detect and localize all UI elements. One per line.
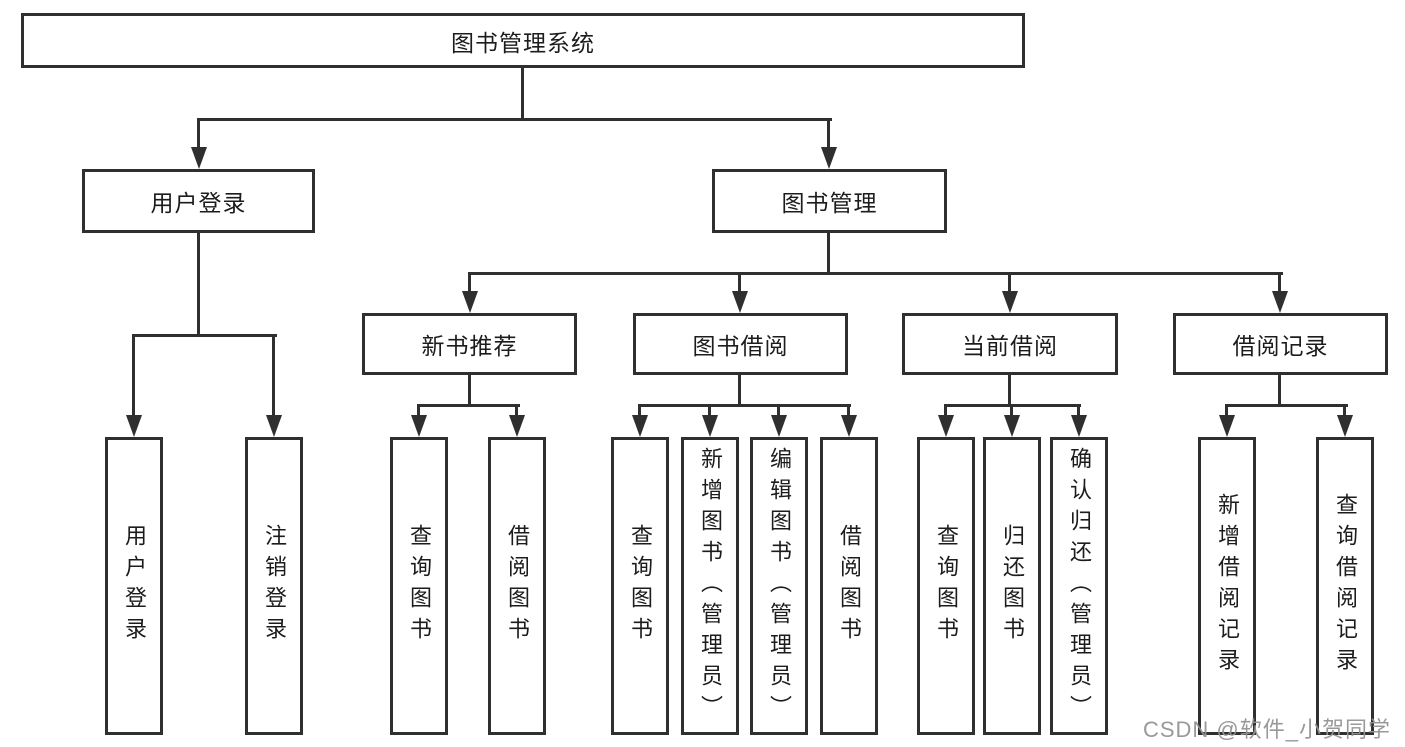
connector-vline	[738, 272, 741, 293]
arrow-down-icon	[191, 147, 207, 169]
arrow-down-icon	[1004, 415, 1020, 437]
node-leaf-confirm-return-admin: 确认归还（管理员）	[1050, 437, 1108, 735]
connector-hline	[417, 404, 520, 407]
arrow-down-icon	[411, 415, 427, 437]
connector-vline	[468, 272, 471, 293]
arrow-down-icon	[1071, 415, 1087, 437]
connector-vline	[827, 118, 830, 150]
node-leaf-query-borrow-record: 查询借阅记录	[1316, 437, 1374, 735]
node-leaf-add-books-admin: 新增图书（管理员）	[681, 437, 739, 735]
arrow-down-icon	[462, 291, 478, 313]
connector-vline	[708, 404, 711, 417]
node-leaf-query-books-borrow: 查询图书	[611, 437, 669, 735]
arrow-down-icon	[266, 415, 282, 437]
node-borrow-records: 借阅记录	[1173, 313, 1388, 375]
connector-vline	[417, 404, 420, 417]
node-leaf-query-books-recommend: 查询图书	[390, 437, 448, 735]
connector-hline	[638, 404, 851, 407]
connector-vline	[197, 118, 200, 150]
connector-vline	[777, 404, 780, 417]
connector-vline	[944, 404, 947, 417]
connector-vline	[1008, 375, 1011, 407]
arrow-down-icon	[1002, 291, 1018, 313]
connector-vline	[272, 334, 275, 417]
connector-vline	[1008, 272, 1011, 293]
node-leaf-add-borrow-record: 新增借阅记录	[1198, 437, 1256, 735]
arrow-down-icon	[1272, 291, 1288, 313]
node-user-login: 用户登录	[82, 169, 315, 233]
node-leaf-return-books: 归还图书	[983, 437, 1041, 735]
node-leaf-query-books-current: 查询图书	[917, 437, 975, 735]
arrow-down-icon	[632, 415, 648, 437]
arrow-down-icon	[126, 415, 142, 437]
connector-vline	[1278, 375, 1281, 407]
connector-hline	[132, 334, 277, 337]
connector-vline	[827, 233, 830, 275]
connector-vline	[521, 67, 524, 121]
connector-vline	[847, 404, 850, 417]
node-leaf-logout: 注销登录	[245, 437, 303, 735]
connector-vline	[1010, 404, 1013, 417]
connector-vline	[515, 404, 518, 417]
node-current-borrow: 当前借阅	[902, 313, 1118, 375]
connector-hline	[468, 272, 1283, 275]
connector-vline	[1225, 404, 1228, 417]
arrow-down-icon	[1219, 415, 1235, 437]
connector-vline	[468, 375, 471, 407]
connector-vline	[1343, 404, 1346, 417]
connector-vline	[738, 375, 741, 407]
node-leaf-user-login: 用户登录	[105, 437, 163, 735]
watermark: CSDN @软件_小贺同学	[1142, 717, 1391, 742]
arrow-down-icon	[771, 415, 787, 437]
connector-hline	[1225, 404, 1348, 407]
arrow-down-icon	[1337, 415, 1353, 437]
connector-vline	[197, 233, 200, 337]
node-leaf-borrow-books: 借阅图书	[820, 437, 878, 735]
arrow-down-icon	[841, 415, 857, 437]
arrow-down-icon	[702, 415, 718, 437]
connector-vline	[1077, 404, 1080, 417]
node-library-system: 图书管理系统	[21, 13, 1025, 68]
connector-hline	[197, 118, 832, 121]
arrow-down-icon	[732, 291, 748, 313]
connector-vline	[132, 334, 135, 417]
connector-vline	[638, 404, 641, 417]
node-leaf-edit-books-admin: 编辑图书（管理员）	[750, 437, 808, 735]
arrow-down-icon	[938, 415, 954, 437]
arrow-down-icon	[821, 147, 837, 169]
node-book-borrow: 图书借阅	[633, 313, 848, 375]
connector-vline	[1278, 272, 1281, 293]
node-book-management: 图书管理	[712, 169, 947, 233]
node-leaf-borrow-books-recommend: 借阅图书	[488, 437, 546, 735]
arrow-down-icon	[509, 415, 525, 437]
node-new-book-recommend: 新书推荐	[362, 313, 577, 375]
